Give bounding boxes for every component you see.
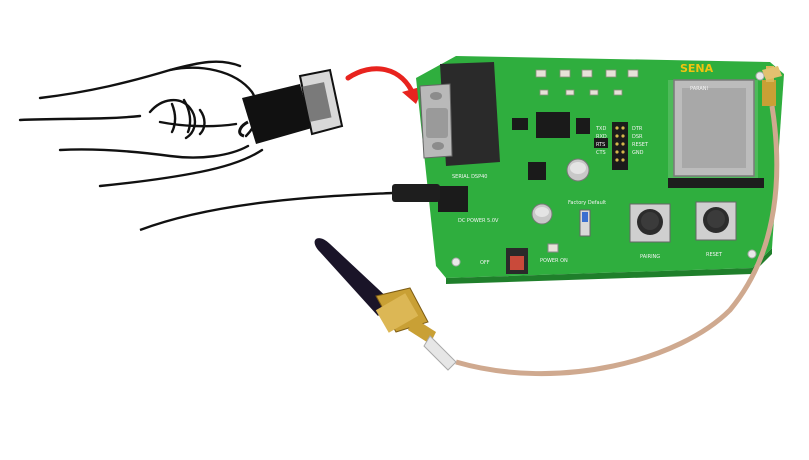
power-switch bbox=[506, 248, 528, 274]
factory-label: Factory Default bbox=[568, 200, 606, 206]
dc-power-jack bbox=[140, 184, 468, 230]
factory-switch-knob bbox=[582, 212, 588, 222]
bluetooth-module: PARANI bbox=[668, 80, 764, 188]
insert-arrow-icon bbox=[348, 69, 424, 104]
signal-label: RTS bbox=[596, 142, 605, 148]
pairing-label: PAIRING bbox=[640, 254, 660, 260]
hand-sketch bbox=[20, 62, 262, 186]
signal-label: GND bbox=[632, 150, 644, 156]
signal-label: RXD bbox=[596, 134, 607, 140]
reset-button bbox=[696, 202, 736, 240]
pairing-button bbox=[630, 204, 670, 242]
power-label: DC POWER 5.0V bbox=[458, 218, 499, 224]
db9-plug bbox=[240, 70, 342, 144]
pin-header bbox=[612, 122, 628, 170]
antenna bbox=[315, 238, 456, 370]
module-label: PARANI bbox=[690, 86, 708, 92]
signal-label: RESET bbox=[632, 142, 649, 148]
off-label: OFF bbox=[480, 260, 490, 266]
signal-label: DSR bbox=[632, 134, 643, 140]
serial-label: SERIAL DSP40 bbox=[452, 174, 487, 180]
brand-logo: SENA bbox=[680, 62, 714, 75]
reset-label: RESET bbox=[706, 252, 723, 258]
signal-label: DTR bbox=[632, 126, 643, 132]
signal-label: TXD bbox=[595, 126, 606, 132]
power-on-label: POWER ON bbox=[540, 258, 568, 264]
signal-label: CTS bbox=[596, 150, 606, 156]
power-led bbox=[548, 244, 558, 252]
